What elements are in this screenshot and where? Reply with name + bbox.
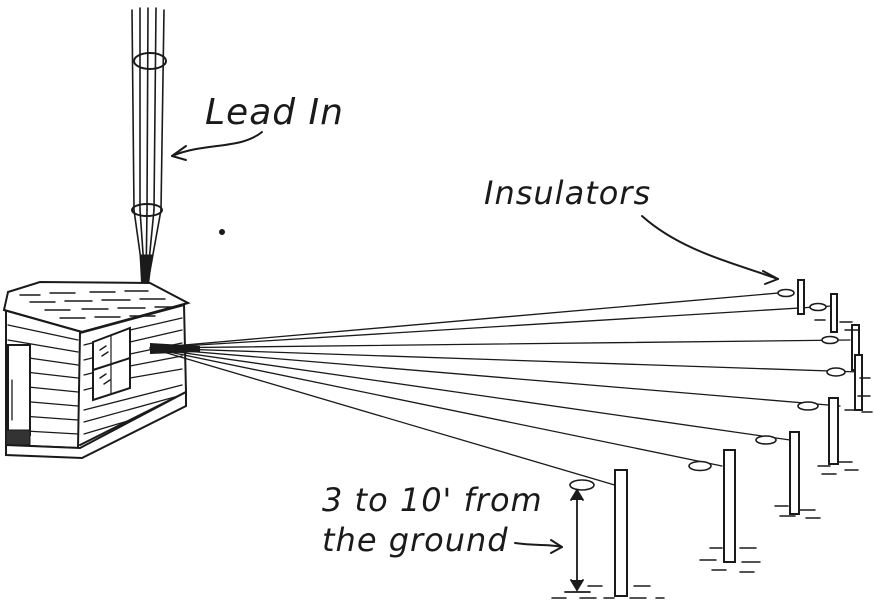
insulators-label: Insulators [484,174,652,212]
height-dimension-arrow [564,488,591,593]
ground-label-arrow [514,539,563,554]
shed-drawing [2,280,191,460]
lead-in-wire-bundle [131,7,167,293]
insulators-arrow [641,215,779,285]
lead-in-label: Lead In [205,92,344,133]
posts [614,279,863,597]
ground-height-label-line1: 3 to 10' from [322,481,543,519]
ground-marks [551,319,873,599]
ground-height-label: 3 to 10' from the ground [322,480,543,560]
lead-in-arrow [171,131,263,157]
antenna-wires [149,291,861,487]
insulators [569,288,846,491]
ground-height-label-line2: the ground [322,521,509,559]
